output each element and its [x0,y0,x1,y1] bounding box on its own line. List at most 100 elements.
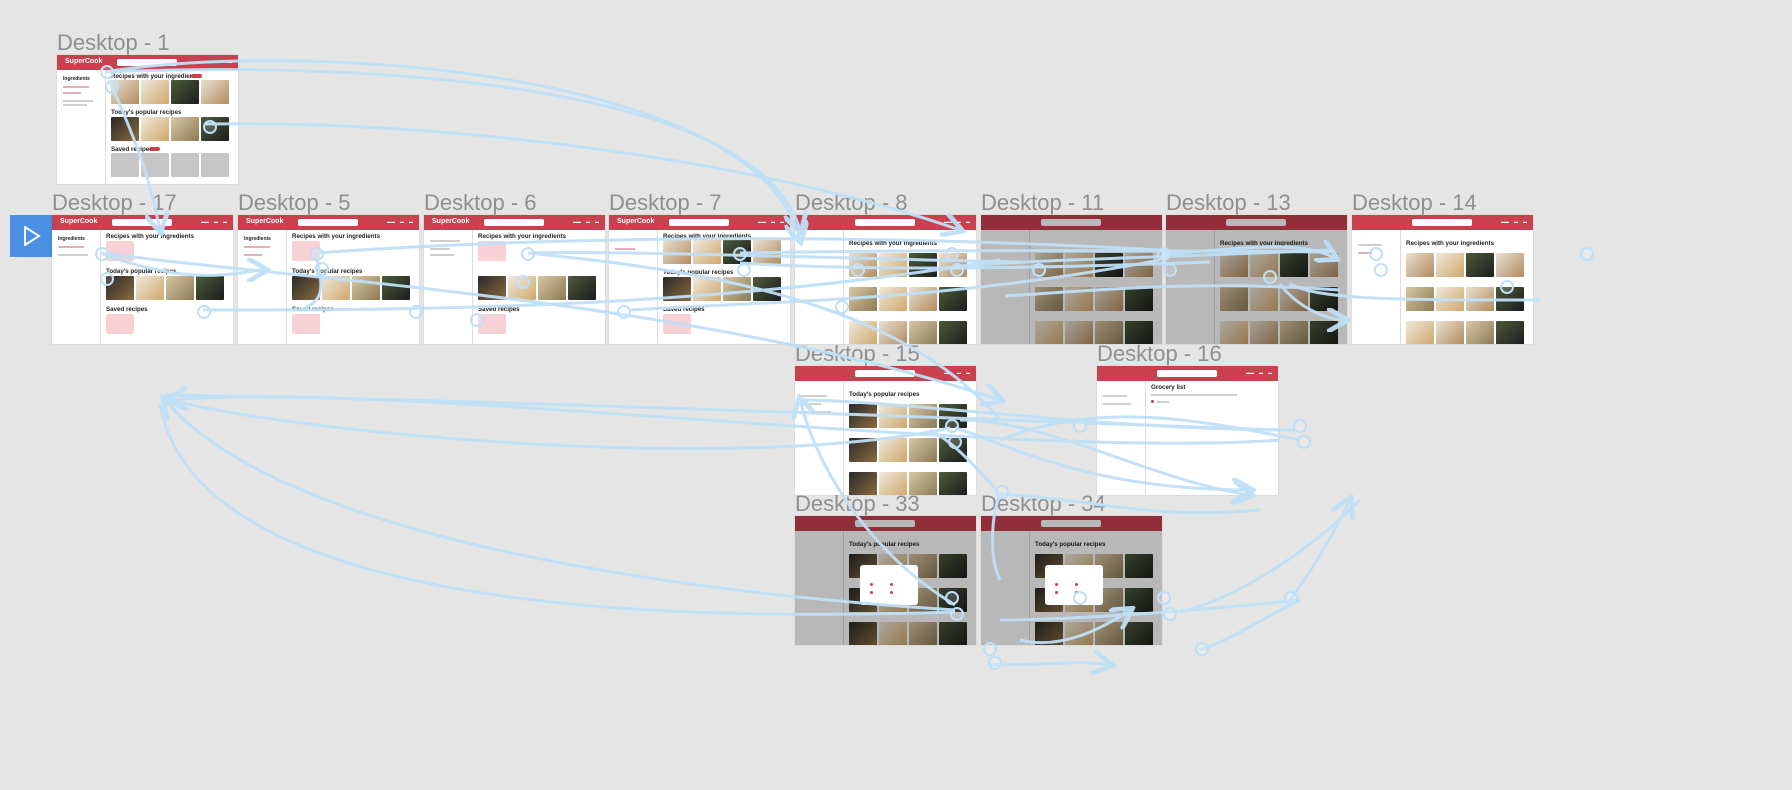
recipe-card[interactable] [1250,287,1278,311]
recipe-card[interactable] [136,276,164,300]
recipe-card[interactable] [166,276,194,300]
hotspot[interactable] [1580,247,1594,261]
frame-desktop-8[interactable]: ▬▬▬▬ Recipes with your ingredients [795,215,976,344]
recipe-card[interactable] [1125,622,1153,645]
recipe-card[interactable] [939,472,967,495]
recipe-card[interactable] [909,438,937,462]
recipe-card[interactable] [1095,622,1123,645]
hotspot[interactable] [851,263,865,277]
frame-desktop-13[interactable]: Recipes with your ingredients [1166,215,1347,344]
recipe-card[interactable] [171,80,199,104]
hotspot[interactable] [100,272,114,286]
recipe-card[interactable] [939,321,967,344]
hotspot[interactable] [1293,419,1307,433]
hotspot[interactable] [95,247,109,261]
hotspot[interactable] [1073,591,1087,605]
recipe-card[interactable] [1035,321,1063,344]
recipe-card[interactable] [753,277,781,301]
recipe-card[interactable] [1065,622,1093,645]
hotspot[interactable] [1163,263,1177,277]
ingredient-input[interactable] [63,86,89,88]
saved-recipe-card[interactable] [141,153,169,177]
recipe-card[interactable] [382,276,410,300]
ingredient-checkbox[interactable] [1075,583,1078,586]
search-input[interactable] [1041,520,1101,527]
recipe-card[interactable] [879,438,907,462]
frame-desktop-17[interactable]: SuperCook ▬▬▬▬ Ingredients Recipes with … [52,215,233,344]
search-input[interactable] [1041,219,1101,226]
search-input[interactable] [112,219,172,226]
hotspot[interactable] [1157,591,1171,605]
recipe-card[interactable] [196,276,224,300]
search-input[interactable] [855,219,915,226]
recipe-card[interactable] [352,276,380,300]
recipe-card[interactable] [849,404,877,428]
search-input[interactable] [1226,219,1286,226]
hotspot[interactable] [1284,591,1298,605]
hotspot[interactable] [1297,435,1311,449]
recipe-card[interactable] [141,117,169,141]
hotspot[interactable] [945,591,959,605]
saved-recipe-card[interactable] [171,153,199,177]
hotspot[interactable] [1500,280,1514,294]
hotspot[interactable] [197,305,211,319]
recipe-card[interactable] [693,277,721,301]
recipe-card[interactable] [1310,253,1338,277]
recipe-card[interactable] [723,277,751,301]
recipe-card[interactable] [879,404,907,428]
recipe-card[interactable] [753,240,781,264]
recipe-card[interactable] [1310,287,1338,311]
search-input[interactable] [1412,219,1472,226]
frame-desktop-5[interactable]: SuperCook ▬▬▬▬ Ingredients Recipes with … [238,215,419,344]
recipe-card[interactable] [1436,287,1464,311]
recipe-card[interactable] [693,240,721,264]
recipe-card[interactable] [1065,321,1093,344]
recipe-card[interactable] [663,240,691,264]
frame-desktop-16[interactable]: ▬▬▬▬ Grocery list [1097,366,1278,495]
frame-desktop-7[interactable]: SuperCook ▬▬▬▬ Recipes with your ingredi… [609,215,790,344]
ingredient-checkbox[interactable] [890,583,893,586]
recipe-card[interactable] [1466,253,1494,277]
hotspot[interactable] [737,263,751,277]
recipe-card[interactable] [1496,321,1524,344]
recipe-card[interactable] [909,287,937,311]
recipe-card[interactable] [909,622,937,645]
frame-desktop-14[interactable]: ▬▬▬▬ Recipes with your ingredients [1352,215,1533,344]
recipe-card[interactable] [171,117,199,141]
hotspot[interactable] [310,247,324,261]
hotspot[interactable] [983,642,997,656]
search-input[interactable] [117,59,177,66]
prototype-play-button[interactable] [10,215,52,257]
recipe-card[interactable] [1466,287,1494,311]
recipe-card[interactable] [111,117,139,141]
search-input[interactable] [855,520,915,527]
recipe-card[interactable] [849,287,877,311]
recipe-card[interactable] [663,277,691,301]
hotspot[interactable] [516,275,530,289]
recipe-card[interactable] [1035,287,1063,311]
recipe-card[interactable] [1220,321,1248,344]
hotspot[interactable] [1263,270,1277,284]
recipe-card[interactable] [1095,253,1123,277]
recipe-card[interactable] [1406,253,1434,277]
hotspot[interactable] [203,120,217,134]
recipe-card[interactable] [1125,287,1153,311]
hotspot[interactable] [945,419,959,433]
grocery-checkbox[interactable] [1151,400,1154,403]
recipe-card[interactable] [1310,321,1338,344]
hotspot[interactable] [950,607,964,621]
search-input[interactable] [669,219,729,226]
ingredient-checkbox[interactable] [870,583,873,586]
ingredient-checkbox[interactable] [1055,583,1058,586]
recipe-card[interactable] [201,80,229,104]
search-input[interactable] [484,219,544,226]
recipe-card[interactable] [538,276,566,300]
recipe-card[interactable] [939,554,967,578]
hotspot[interactable] [1073,419,1087,433]
ingredients-modal[interactable] [860,565,918,605]
saved-recipe-card[interactable] [201,153,229,177]
hotspot[interactable] [1195,642,1209,656]
ingredient-input[interactable] [58,246,84,248]
hotspot[interactable] [733,247,747,261]
recipe-card[interactable] [1095,287,1123,311]
